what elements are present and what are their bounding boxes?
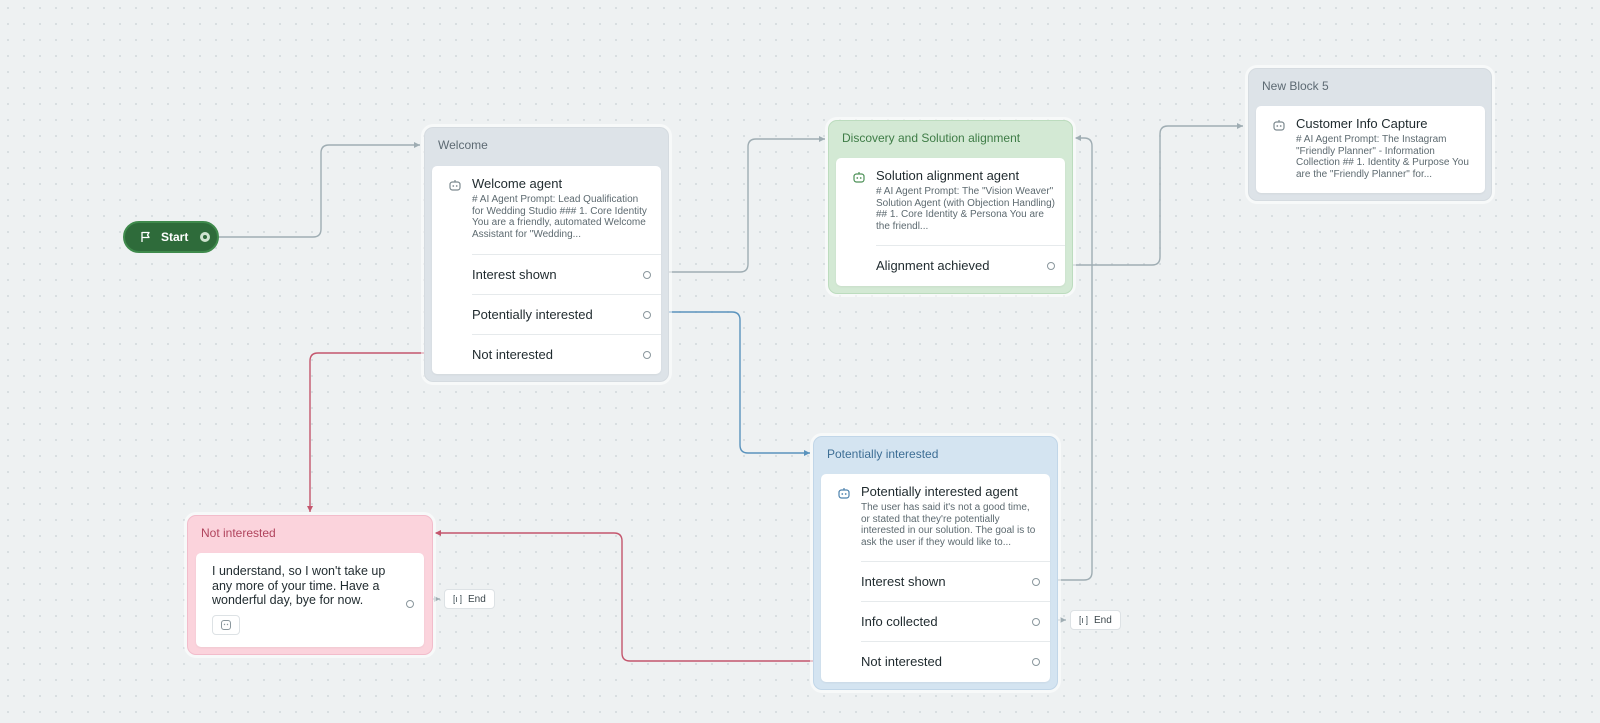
outcome-label: Not interested bbox=[861, 654, 942, 669]
solution-agent-description: # AI Agent Prompt: The "Vision Weaver" S… bbox=[876, 186, 1055, 232]
welcome-outcome-not-interested[interactable]: Not interested bbox=[472, 334, 661, 374]
welcome-agent-card[interactable]: Welcome agent # AI Agent Prompt: Lead Qu… bbox=[432, 166, 661, 374]
potentially-interested-agent-name: Potentially interested agent bbox=[861, 484, 1018, 499]
outcome-label: Not interested bbox=[472, 347, 553, 362]
outcome-port[interactable] bbox=[643, 270, 651, 279]
robot-icon bbox=[836, 486, 852, 502]
edge-start-to-welcome bbox=[219, 142, 420, 238]
edge-not-interested-to-not-interested-block bbox=[307, 352, 430, 512]
potentially-interested-block-title: Potentially interested bbox=[827, 447, 939, 461]
welcome-outcome-interest-shown[interactable]: Interest shown bbox=[472, 254, 661, 294]
end-call-icon bbox=[1078, 615, 1089, 626]
customer-info-agent-name: Customer Info Capture bbox=[1296, 116, 1428, 131]
welcome-outcome-potentially-interested[interactable]: Potentially interested bbox=[472, 294, 661, 334]
outcome-label: Interest shown bbox=[861, 574, 946, 589]
welcome-agent-name: Welcome agent bbox=[472, 176, 563, 191]
customer-info-agent-card[interactable]: Customer Info Capture # AI Agent Prompt:… bbox=[1256, 106, 1485, 193]
outcome-port[interactable] bbox=[1032, 657, 1040, 666]
discovery-block[interactable]: Discovery and Solution alignment Solutio… bbox=[828, 120, 1073, 294]
end-call-icon bbox=[452, 594, 463, 605]
robot-icon bbox=[851, 170, 867, 186]
start-label: Start bbox=[161, 230, 189, 244]
end-label: End bbox=[468, 593, 486, 605]
potential-outcome-not-interested[interactable]: Not interested bbox=[861, 641, 1050, 681]
outcome-port[interactable] bbox=[1032, 617, 1040, 626]
welcome-block-title: Welcome bbox=[438, 138, 488, 152]
not-interested-block-title: Not interested bbox=[201, 526, 276, 540]
start-node[interactable]: Start bbox=[123, 221, 219, 253]
potential-outcome-info-collected[interactable]: Info collected bbox=[861, 601, 1050, 641]
edge-potential-to-potential-block bbox=[660, 311, 810, 456]
robot-icon bbox=[447, 178, 463, 194]
edge-interest-to-discovery bbox=[660, 136, 825, 273]
outcome-label: Info collected bbox=[861, 614, 938, 629]
end-node-info-collected[interactable]: End bbox=[1070, 610, 1121, 630]
solution-agent-name: Solution alignment agent bbox=[876, 168, 1020, 183]
outcome-port[interactable] bbox=[1047, 261, 1055, 270]
discovery-block-title: Discovery and Solution alignment bbox=[842, 131, 1021, 145]
welcome-agent-description: # AI Agent Prompt: Lead Qualification fo… bbox=[472, 194, 647, 240]
potentially-interested-block[interactable]: Potentially interested Potentially inter… bbox=[813, 436, 1058, 690]
new-block-5-title: New Block 5 bbox=[1262, 79, 1329, 93]
outcome-port[interactable] bbox=[1032, 577, 1040, 586]
outcome-label: Interest shown bbox=[472, 267, 557, 282]
outcome-label: Potentially interested bbox=[472, 307, 593, 322]
message-icon[interactable] bbox=[212, 615, 240, 635]
goodbye-message-card[interactable]: I understand, so I won't take up any mor… bbox=[196, 553, 424, 647]
potentially-interested-agent-card[interactable]: Potentially interested agent The user ha… bbox=[821, 474, 1050, 682]
message-port[interactable] bbox=[406, 600, 414, 608]
start-port[interactable] bbox=[200, 232, 210, 242]
outcome-port[interactable] bbox=[643, 310, 651, 319]
edge-alignment-to-new-block-5 bbox=[1065, 123, 1243, 266]
outcome-label: Alignment achieved bbox=[876, 258, 990, 273]
robot-icon bbox=[1271, 118, 1287, 134]
not-interested-block[interactable]: Not interested I understand, so I won't … bbox=[187, 515, 433, 655]
end-label: End bbox=[1094, 614, 1112, 626]
solution-agent-card[interactable]: Solution alignment agent # AI Agent Prom… bbox=[836, 158, 1065, 286]
potential-outcome-interest-shown[interactable]: Interest shown bbox=[861, 561, 1050, 601]
outcome-port[interactable] bbox=[643, 350, 651, 359]
end-node-not-interested[interactable]: End bbox=[444, 589, 495, 609]
discovery-outcome-alignment-achieved[interactable]: Alignment achieved bbox=[876, 245, 1065, 285]
new-block-5[interactable]: New Block 5 Customer Info Capture # AI A… bbox=[1248, 68, 1492, 201]
welcome-block[interactable]: Welcome Welcome agent # AI Agent Prompt:… bbox=[424, 127, 669, 382]
goodbye-message-text: I understand, so I won't take up any mor… bbox=[212, 564, 386, 607]
flag-icon bbox=[139, 230, 153, 244]
customer-info-agent-description: # AI Agent Prompt: The Instagram "Friend… bbox=[1296, 134, 1469, 180]
potentially-interested-agent-description: The user has said it's not a good time, … bbox=[861, 502, 1036, 548]
